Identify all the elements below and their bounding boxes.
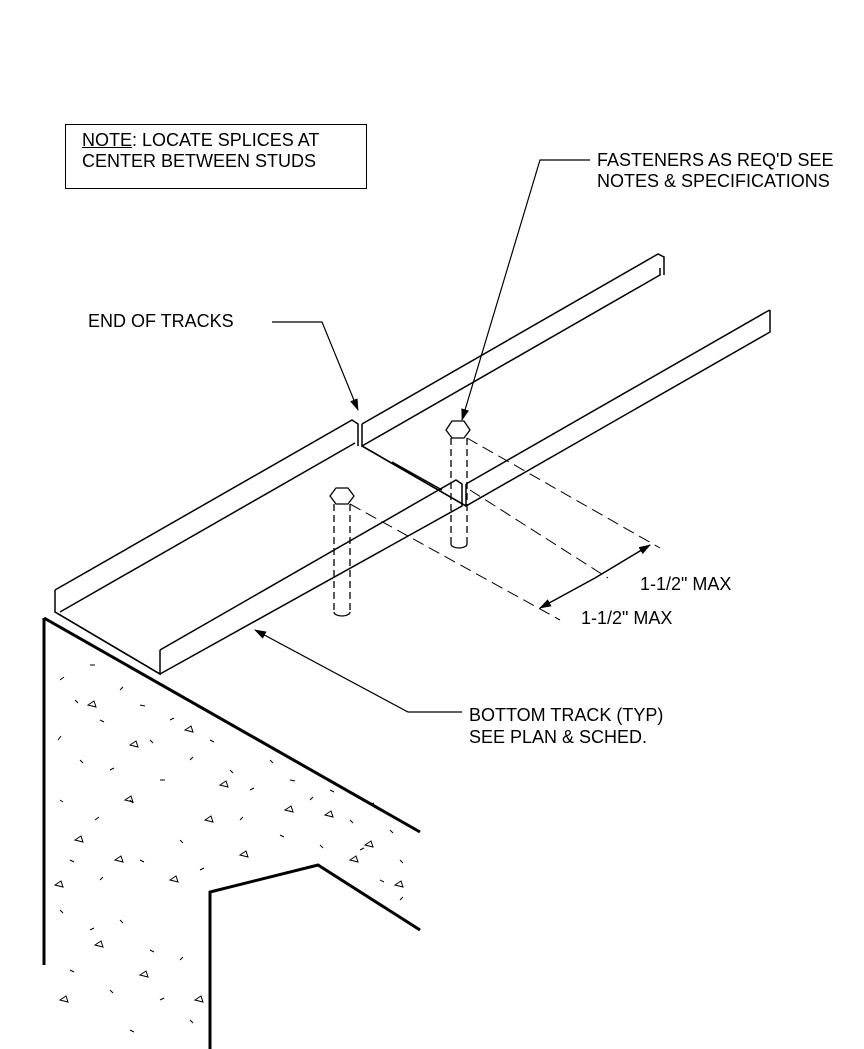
dimension-extension-lines: [349, 437, 661, 621]
bottom-track-right: [361, 253, 771, 507]
concrete-hatch: [53, 664, 404, 1033]
leader-lines: [254, 159, 590, 713]
note-text-line1: : LOCATE SPLICES AT: [132, 130, 320, 150]
bottom-track-callout-line2: SEE PLAN & SCHED.: [469, 727, 648, 747]
bottom-track-callout-line1: BOTTOM TRACK (TYP): [469, 705, 664, 725]
concrete-slab: [42, 616, 421, 1049]
fasteners-callout-line2: NOTES & SPECIFICATIONS: [597, 171, 830, 191]
fastener-bolt-left: [329, 487, 355, 617]
dimension-label-lower: 1-1/2" MAX: [581, 608, 673, 628]
dimension-line: [539, 544, 651, 609]
dimension-label-upper: 1-1/2" MAX: [640, 574, 732, 594]
end-of-tracks-callout: END OF TRACKS: [88, 311, 234, 331]
note-text-line2: CENTER BETWEEN STUDS: [82, 151, 317, 171]
splice-note-box: NOTE: LOCATE SPLICES AT CENTER BETWEEN S…: [65, 124, 367, 189]
fastener-bolt-right: [445, 420, 471, 549]
note-keyword: NOTE: [82, 130, 133, 150]
fasteners-callout-line1: FASTENERS AS REQ'D SEE: [597, 150, 834, 170]
bottom-track-left: [54, 419, 463, 676]
